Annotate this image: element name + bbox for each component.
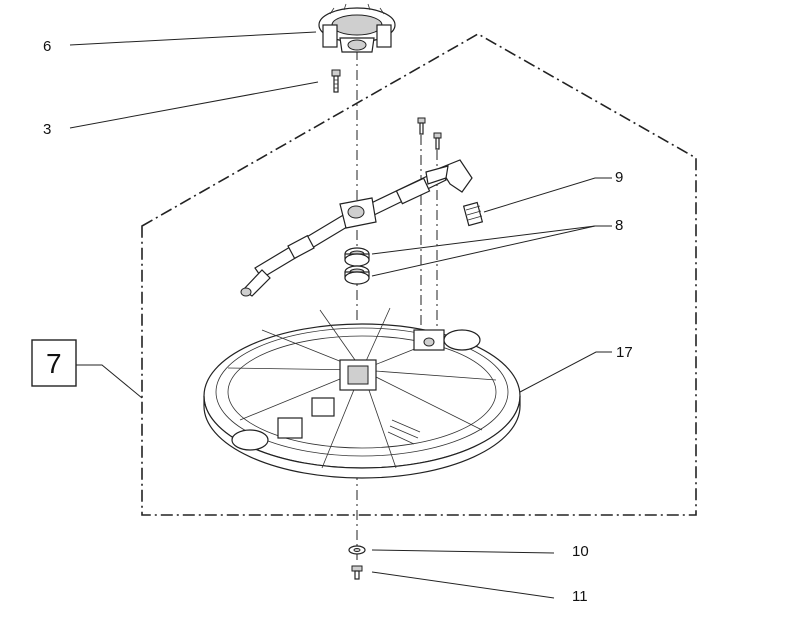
leader-17 (519, 351, 612, 393)
callout-3: 3 (43, 121, 51, 138)
callout-10: 10 (572, 543, 589, 560)
callout-17: 17 (616, 344, 633, 361)
part-11-screw (351, 565, 363, 580)
part-8-rings (344, 247, 370, 285)
callout-6: 6 (43, 38, 51, 55)
leader-6 (69, 31, 317, 46)
leader-7 (76, 364, 143, 399)
leader-11 (371, 571, 555, 599)
leader-8b (371, 225, 596, 277)
leader-10 (371, 549, 555, 554)
part-9-nozzle (462, 201, 484, 227)
part-10-washer (348, 545, 366, 555)
callout-9: 9 (615, 169, 623, 186)
leader-3 (69, 81, 319, 129)
callout-8: 8 (615, 217, 623, 234)
leader-9 (483, 177, 612, 213)
callout-11: 11 (572, 588, 588, 605)
spray-arm (240, 159, 473, 297)
part-6-bracket (318, 3, 396, 53)
callout-7: 7 (46, 348, 62, 379)
callout-box-7 (31, 339, 77, 387)
assembly-boundary (141, 33, 697, 516)
part-17-base-tray (203, 307, 521, 479)
part-3-screw (331, 69, 341, 93)
small-screws (417, 117, 442, 150)
